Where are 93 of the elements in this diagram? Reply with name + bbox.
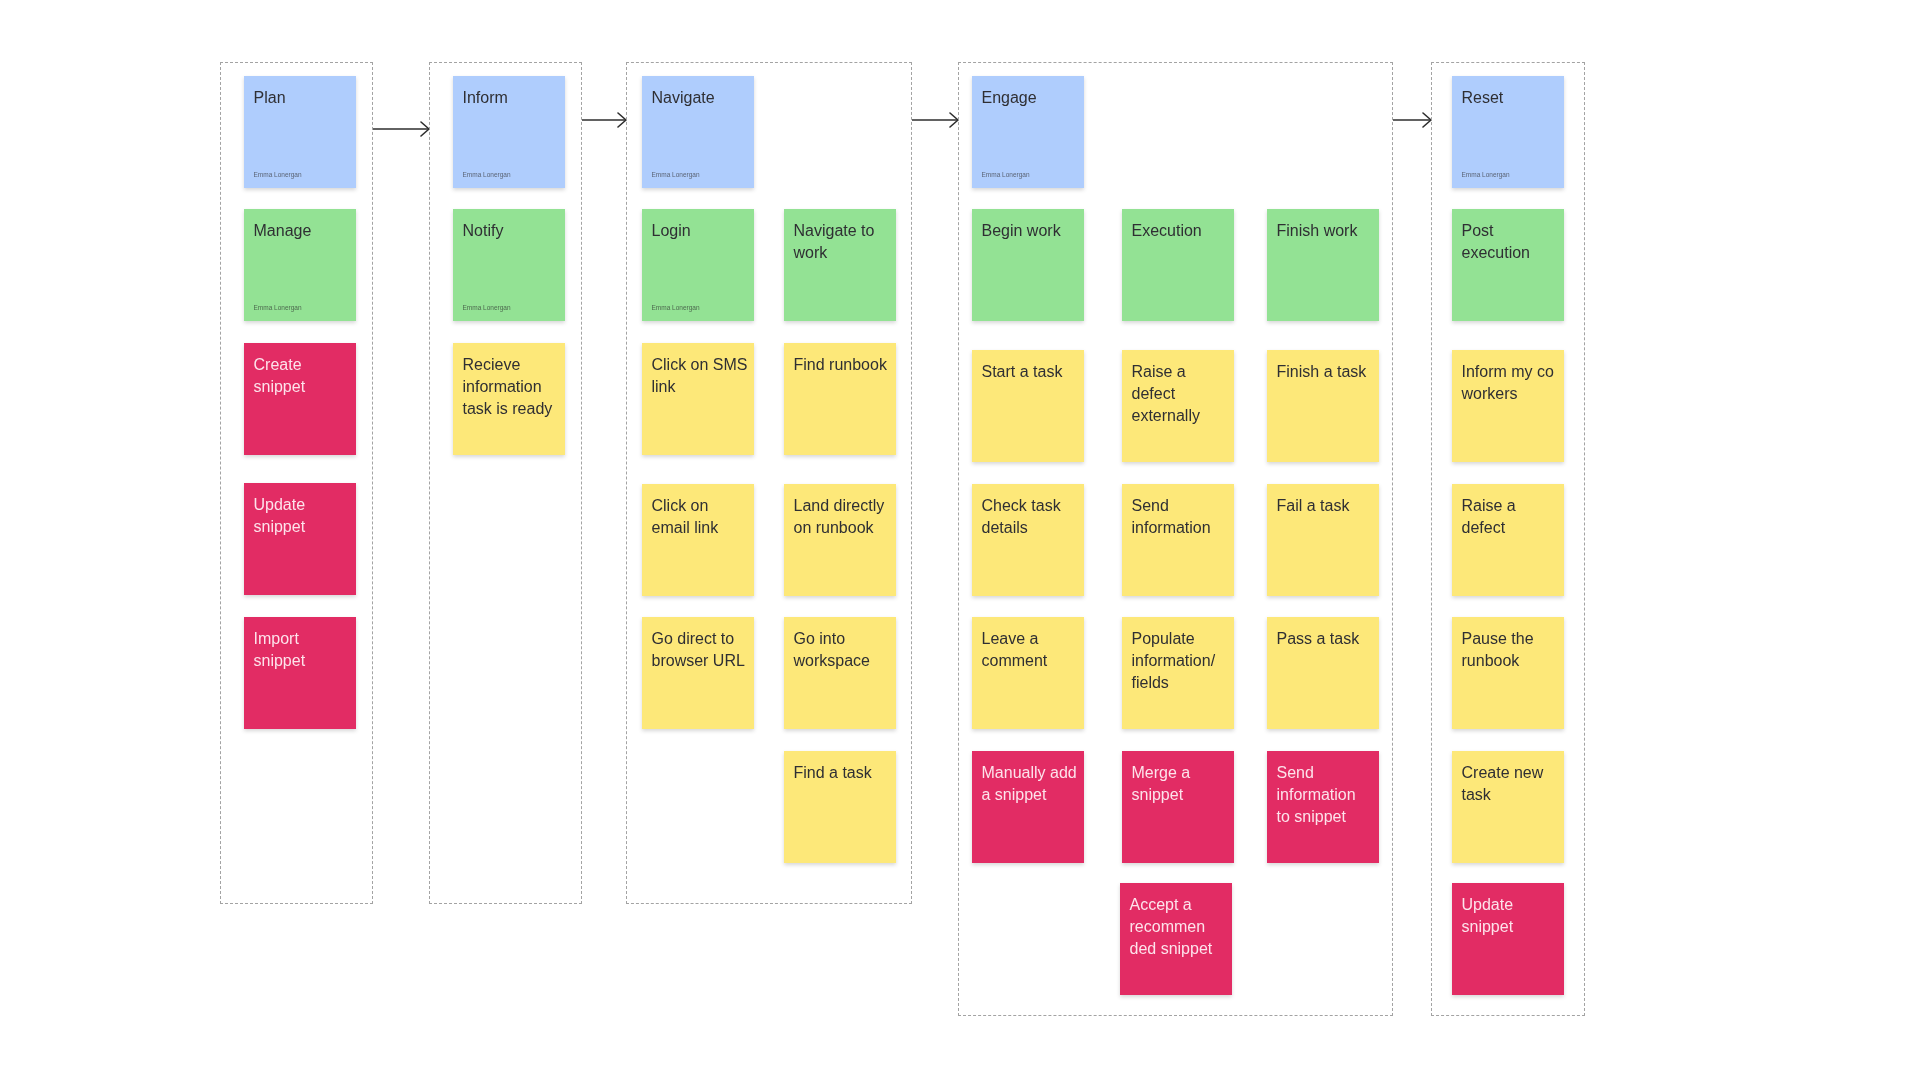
sticky-note xyxy=(971,616,1084,729)
note-text: Engage xyxy=(981,87,1037,108)
note-text: Fail a task xyxy=(1276,495,1350,516)
sticky-note xyxy=(1121,208,1234,321)
sticky-note xyxy=(243,482,356,595)
note-text: Create snippet xyxy=(253,354,307,397)
sticky-note xyxy=(243,342,356,455)
sticky-note xyxy=(243,616,356,729)
note-text: Notify xyxy=(462,220,504,241)
sticky-note xyxy=(971,750,1084,863)
column-frame xyxy=(429,62,582,904)
sticky-note xyxy=(971,208,1084,321)
sticky-note xyxy=(1451,75,1564,188)
note-text: Find runbook xyxy=(793,354,887,375)
note-text: Leave a comment xyxy=(981,628,1049,671)
sticky-note xyxy=(1451,208,1564,321)
column-frame xyxy=(626,62,912,904)
note-text: Reset xyxy=(1461,87,1504,108)
sticky-note xyxy=(971,483,1084,596)
sticky-note xyxy=(783,483,896,596)
sticky-note xyxy=(641,483,754,596)
note-text: Import snippet xyxy=(253,628,307,671)
note-text: Navigate xyxy=(651,87,715,108)
sticky-note xyxy=(452,342,565,455)
note-text: Find a task xyxy=(793,762,872,783)
sticky-note xyxy=(971,75,1084,188)
sticky-note xyxy=(1121,616,1234,729)
sticky-note xyxy=(1119,882,1232,995)
sticky-note xyxy=(1266,750,1379,863)
sticky-note xyxy=(243,208,356,321)
sticky-note xyxy=(1451,750,1564,863)
sticky-note xyxy=(783,342,896,455)
sticky-note xyxy=(1121,349,1234,462)
sticky-note xyxy=(1451,616,1564,729)
sticky-note xyxy=(1121,750,1234,863)
note-text: Navigate to work xyxy=(793,220,876,263)
column-frame xyxy=(1431,62,1585,1016)
sticky-note xyxy=(1266,616,1379,729)
sticky-note xyxy=(1451,483,1564,596)
note-text: Go direct to browser URL xyxy=(651,628,746,671)
arrow xyxy=(581,112,627,128)
sticky-note xyxy=(783,616,896,729)
sticky-note xyxy=(243,75,356,188)
note-text: Manage xyxy=(253,220,312,241)
note-text: Login xyxy=(651,220,691,241)
note-text: Inform xyxy=(462,87,508,108)
note-text: Execution xyxy=(1131,220,1202,241)
note-text: Click on SMS link xyxy=(651,354,748,397)
note-text: Create new task xyxy=(1461,762,1545,805)
sticky-note xyxy=(452,208,565,321)
note-text: Populate information/ fields xyxy=(1131,628,1217,693)
note-text: Check task details xyxy=(981,495,1062,538)
arrow xyxy=(372,121,430,137)
note-text: Pause the runbook xyxy=(1461,628,1535,671)
note-text: Update snippet xyxy=(1461,894,1515,937)
sticky-note xyxy=(641,616,754,729)
note-text: Raise a defect xyxy=(1461,495,1517,538)
sticky-note xyxy=(783,208,896,321)
note-text: Pass a task xyxy=(1276,628,1360,649)
sticky-note xyxy=(1266,208,1379,321)
sticky-note xyxy=(1266,483,1379,596)
sticky-note xyxy=(971,349,1084,462)
note-text: Plan xyxy=(253,87,286,108)
note-text: Update snippet xyxy=(253,494,307,537)
sticky-note xyxy=(641,208,754,321)
sticky-note xyxy=(641,342,754,455)
note-text: Start a task xyxy=(981,361,1063,382)
note-text: Send information xyxy=(1131,495,1212,538)
note-text: Manually add a snippet xyxy=(981,762,1078,805)
column-frame xyxy=(958,62,1393,1016)
note-text: Finish work xyxy=(1276,220,1358,241)
note-text: Finish a task xyxy=(1276,361,1367,382)
note-text: Land directly on runbook xyxy=(793,495,886,538)
note-text: Recieve information task is ready xyxy=(462,354,554,419)
sticky-note xyxy=(641,75,754,188)
arrow xyxy=(1392,112,1432,128)
note-text: Click on email link xyxy=(651,495,720,538)
note-text: Merge a snippet xyxy=(1131,762,1192,805)
note-text: Post execution xyxy=(1461,220,1531,263)
sticky-note xyxy=(1121,483,1234,596)
note-text: Raise a defect externally xyxy=(1131,361,1201,426)
note-text: Inform my co workers xyxy=(1461,361,1555,404)
sticky-note xyxy=(783,750,896,863)
sticky-note xyxy=(1266,349,1379,462)
note-text: Go into workspace xyxy=(793,628,871,671)
sticky-note xyxy=(1451,882,1564,995)
note-text: Send information to snippet xyxy=(1276,762,1357,827)
arrow xyxy=(911,112,959,128)
note-text: Accept a recommen ded snippet xyxy=(1129,894,1214,959)
sticky-note xyxy=(452,75,565,188)
column-frame xyxy=(220,62,373,904)
note-text: Begin work xyxy=(981,220,1061,241)
sticky-note xyxy=(1451,349,1564,462)
